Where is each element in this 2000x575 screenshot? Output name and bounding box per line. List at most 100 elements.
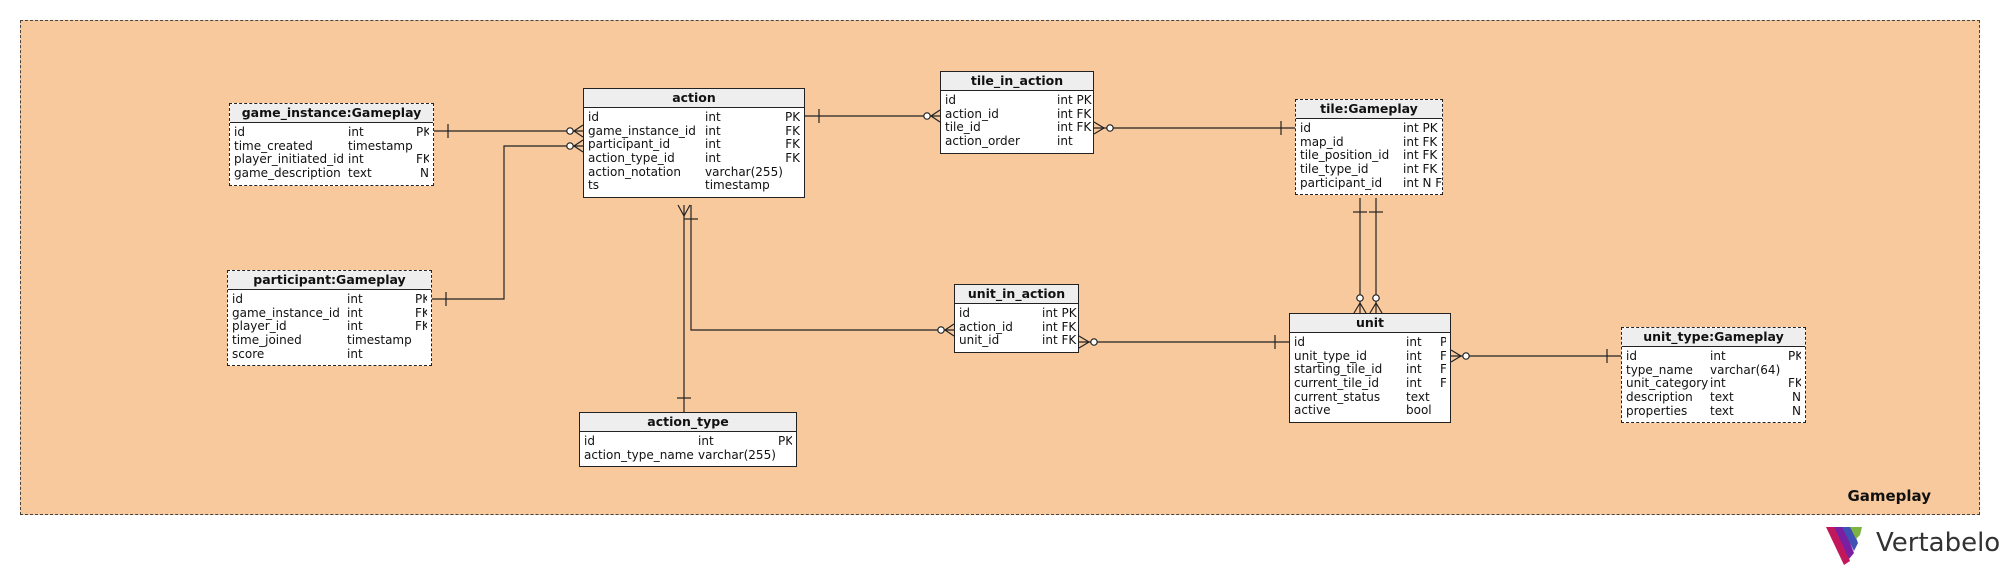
relationship-participant-action[interactable]	[432, 139, 584, 306]
table-column-row[interactable]: tile_id int FK	[945, 121, 1091, 135]
column-type: text	[348, 167, 372, 181]
column-flags	[778, 449, 792, 463]
column-type: varchar(255)	[705, 165, 783, 179]
column-flags	[415, 334, 427, 348]
column-name: time_joined	[232, 334, 302, 348]
column-type: bool	[1406, 404, 1432, 418]
column-flags	[785, 179, 800, 193]
column-flags: PK	[785, 111, 800, 124]
column-name: score	[232, 347, 265, 361]
column-name: ts	[588, 179, 599, 193]
column-flags: FK	[785, 138, 800, 152]
column-flags: N	[1792, 404, 1801, 418]
column-type: int	[347, 347, 363, 361]
table-column-row[interactable]: id int PK	[1294, 336, 1446, 350]
brand-name: Vertabelo	[1876, 528, 2000, 558]
relationship-action-tile-in-action[interactable]	[805, 109, 941, 123]
column-name: id	[588, 111, 599, 124]
column-type: int FK	[1403, 149, 1438, 163]
column-name: unit_type_id	[1294, 349, 1368, 363]
relationship-action-unit-in-action[interactable]	[684, 205, 955, 337]
relationship-tile-tile-in-action[interactable]	[1093, 121, 1295, 135]
table-column-row[interactable]: id int PK	[588, 111, 800, 125]
relationship-action-type-action[interactable]	[677, 204, 691, 412]
column-type: int PK	[1042, 307, 1077, 320]
relationship-unit-unit-in-action[interactable]	[1078, 335, 1289, 349]
table-title: participant:Gameplay	[228, 271, 431, 290]
table-column-row[interactable]: action_notation varchar(255)	[588, 166, 800, 180]
subject-area-label: Gameplay	[1847, 487, 1931, 505]
column-name: starting_tile_id	[1294, 363, 1383, 377]
relationship-unit-type-unit[interactable]	[1450, 349, 1621, 363]
column-name: id	[1626, 350, 1637, 363]
column-type: int	[347, 306, 363, 320]
column-flags	[1440, 404, 1446, 418]
column-type: int	[705, 111, 721, 124]
column-type: int FK	[1057, 121, 1092, 135]
column-type: int	[1710, 377, 1726, 391]
column-flags: FK	[416, 153, 429, 167]
column-name: tile_type_id	[1300, 163, 1369, 177]
column-flags: PK	[1440, 336, 1446, 349]
column-name: participant_id	[1300, 176, 1383, 190]
column-type: int	[1406, 336, 1422, 349]
relationship-game-instance-action[interactable]	[434, 124, 584, 138]
table-unit[interactable]: unitidintPKunit_type_idintFKstarting_til…	[1289, 313, 1451, 424]
column-name: id	[1294, 336, 1305, 349]
column-name: action_id	[959, 320, 1013, 334]
relationship-tile-unit-current[interactable]	[1369, 198, 1383, 314]
column-type: int FK	[1042, 334, 1077, 348]
column-flags: FK	[1440, 349, 1446, 363]
column-name: tile_id	[945, 121, 981, 135]
column-type: int	[347, 293, 363, 306]
relationship-tile-unit-starting[interactable]	[1353, 198, 1367, 314]
column-type: int	[705, 152, 721, 166]
table-column-row[interactable]: score int	[232, 348, 427, 362]
column-name: action_notation	[588, 165, 681, 179]
column-name: id	[1300, 122, 1311, 135]
